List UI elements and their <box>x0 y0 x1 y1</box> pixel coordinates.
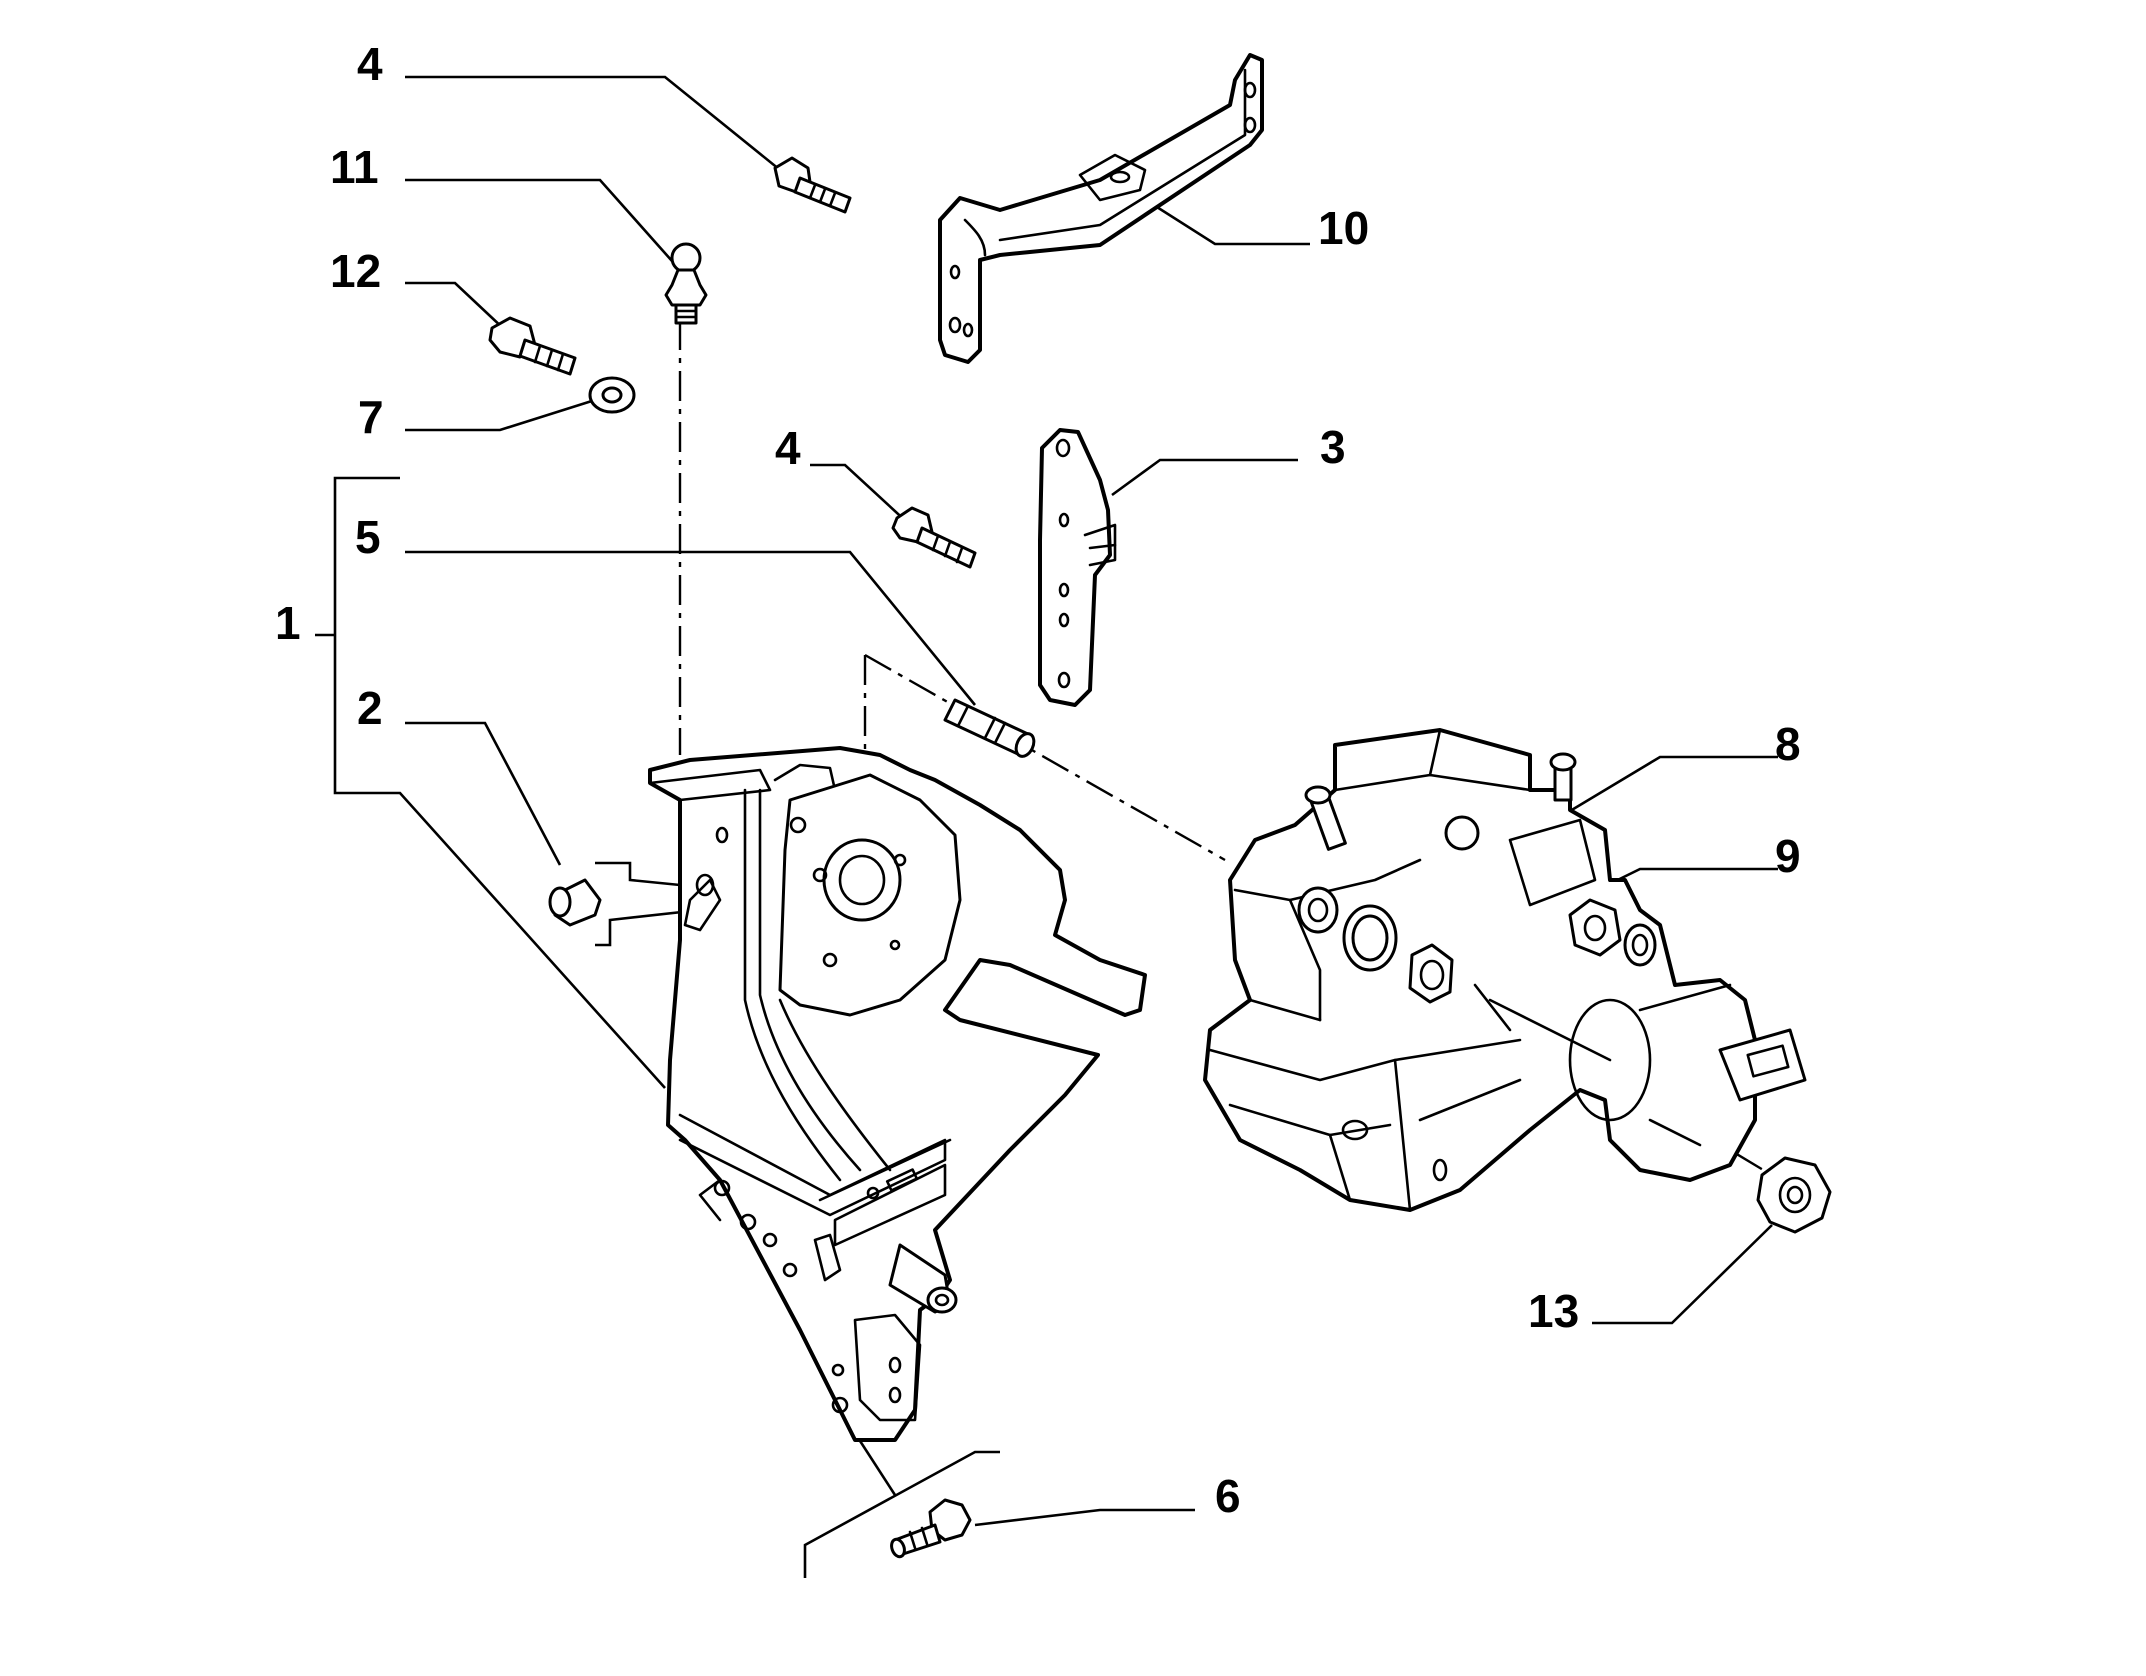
callout-12: 12 <box>330 245 381 297</box>
bushing-part-2 <box>548 878 602 927</box>
nut-part-9 <box>1408 943 1454 1004</box>
callout-labels: 4 11 12 7 10 3 4 5 1 2 8 9 13 6 <box>275 38 1801 1522</box>
o-ring-part-8 <box>1342 904 1398 972</box>
callout-2: 2 <box>357 682 383 734</box>
callout-6: 6 <box>1215 1470 1241 1522</box>
callout-3: 3 <box>1320 421 1346 473</box>
callout-10: 10 <box>1318 202 1369 254</box>
housing-bracket-part-1 <box>648 746 1147 1442</box>
callout-9: 9 <box>1775 830 1801 882</box>
flange-nut-part-13 <box>1756 1156 1832 1234</box>
callout-8: 8 <box>1775 718 1801 770</box>
callout-5: 5 <box>355 511 381 563</box>
bolt-top-part-4 <box>773 156 852 214</box>
callout-13: 13 <box>1528 1285 1579 1337</box>
pump-assembly <box>1203 728 1807 1212</box>
callout-4-middle: 4 <box>775 422 801 474</box>
callout-7: 7 <box>358 391 384 443</box>
ball-stud-part-11 <box>664 242 708 325</box>
washer-part-7 <box>588 376 636 414</box>
bracket-part-3 <box>1038 428 1117 707</box>
bolt-part-6 <box>890 1498 972 1559</box>
stud-part-5 <box>943 698 1036 758</box>
callout-1: 1 <box>275 597 301 649</box>
bolt-middle-part-4 <box>891 506 977 569</box>
callout-4-top: 4 <box>357 38 383 90</box>
callout-11: 11 <box>330 141 379 193</box>
bolt-part-12 <box>488 316 577 376</box>
bracket-part-10 <box>938 53 1264 364</box>
